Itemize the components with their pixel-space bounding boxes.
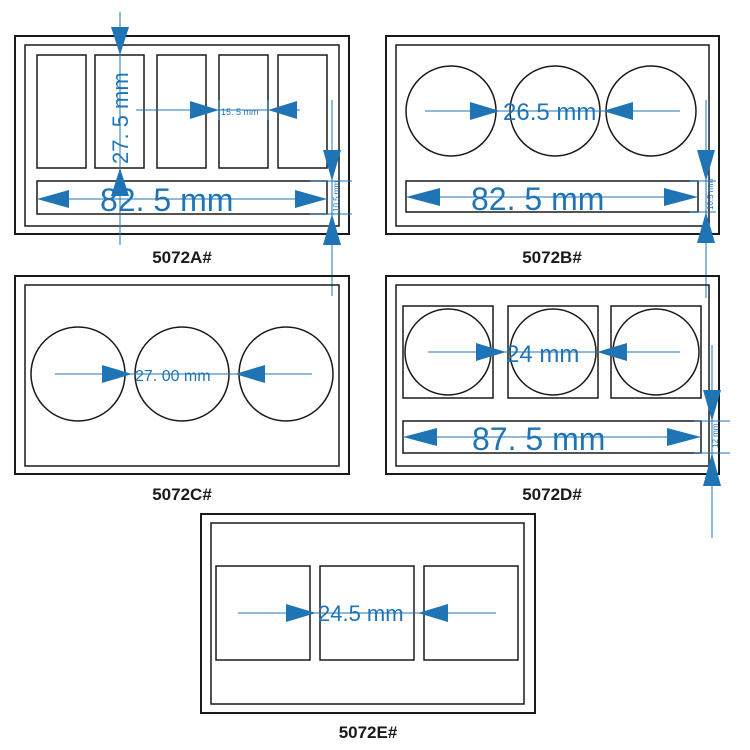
arrow-head: [476, 343, 506, 361]
caption-5072a: 5072A#: [152, 248, 212, 267]
dimension-label-width: 82. 5 mm: [471, 181, 604, 217]
panel-5072b: 26.5 mm 82. 5 mm 10.5 mm 5072B#: [385, 35, 720, 298]
inner-frame: [395, 284, 710, 467]
arrow-head: [235, 365, 265, 383]
dimension-label-circle: 27. 00 mm: [135, 368, 211, 385]
arrow-head: [703, 453, 721, 486]
arrow-head: [667, 428, 701, 446]
inner-frame: [24, 44, 340, 227]
dimension-label-side: 10.5 mm: [332, 181, 341, 212]
outer-frame: [385, 275, 720, 475]
panel-5072a: 27. 5 mm 15. 5 mm 82. 5 mm 10.5 mm 5072A…: [14, 12, 352, 296]
arrow-head: [664, 188, 698, 206]
outer-frame: [200, 513, 536, 714]
inner-frame: [395, 44, 710, 227]
dimension-label-width: 87. 5 mm: [472, 421, 605, 457]
inner-frame: [210, 522, 525, 705]
long-slot: [36, 180, 328, 215]
dimension-label-height: 27. 5 mm: [108, 72, 133, 164]
arrow-head: [703, 390, 721, 421]
panel-5072e: 24.5 mm 5072E#: [200, 513, 536, 742]
arrow-head: [697, 150, 715, 181]
arrow-head: [295, 190, 327, 208]
dimension-label-width: 82. 5 mm: [100, 182, 233, 218]
caption-5072e: 5072E#: [339, 723, 398, 742]
dimension-label-square: 24.5 mm: [318, 601, 404, 626]
arrow-head: [470, 102, 500, 120]
dimension-label-side: 10.5 mm: [706, 179, 715, 210]
caption-5072d: 5072D#: [522, 485, 582, 504]
arrow-head: [190, 101, 219, 119]
caption-5072c: 5072C#: [152, 485, 212, 504]
panel-5072d: 24 mm 87. 5 mm 12 mm 5072D#: [385, 275, 730, 538]
dimension-label-circle: 26.5 mm: [503, 99, 596, 126]
arrow-head: [102, 365, 132, 383]
inner-frame: [24, 284, 340, 467]
arrow-head: [323, 150, 341, 181]
arrow-head: [37, 190, 69, 208]
arrow-head: [603, 102, 633, 120]
dimension-label-circle: 24 mm: [506, 341, 579, 368]
panel-5072c: 27. 00 mm 5072C#: [14, 275, 350, 504]
arrow-head: [697, 212, 715, 243]
arrow-head: [286, 604, 316, 622]
arrow-head: [268, 101, 297, 119]
arrow-head: [111, 168, 129, 196]
outer-frame: [14, 275, 350, 475]
dimension-label-side: 12 mm: [711, 423, 720, 448]
arrow-head: [403, 428, 437, 446]
arrow-head: [323, 214, 341, 245]
dimension-label-gap: 15. 5 mm: [221, 107, 259, 117]
arrow-head: [406, 188, 440, 206]
arrow-head: [418, 604, 448, 622]
arrow-head: [111, 27, 129, 55]
slot: [36, 54, 87, 169]
outer-frame: [385, 35, 720, 235]
arrow-head: [597, 343, 627, 361]
caption-5072b: 5072B#: [522, 248, 582, 267]
outer-frame: [14, 35, 350, 235]
